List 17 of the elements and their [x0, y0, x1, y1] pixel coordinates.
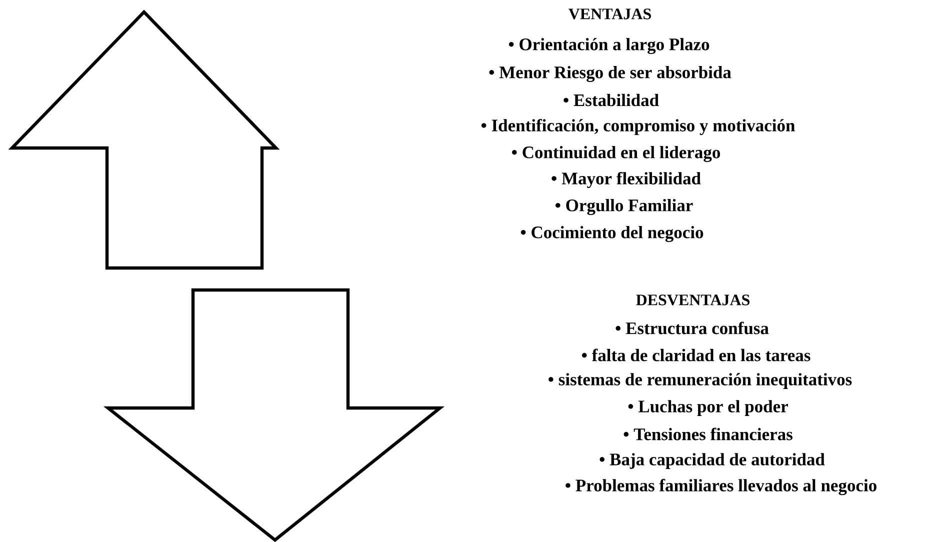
bullet-item: • Orgullo Familiar: [556, 199, 693, 215]
bullet-item: • Tensiones financieras: [624, 428, 792, 440]
bullet-item: • Menor Riesgo de ser absorbida: [489, 66, 732, 82]
bullet-item: • Mayor flexibilidad: [552, 172, 701, 188]
bullet-item: • Baja capacidad de autoridad: [600, 453, 825, 469]
bullet-item: • Problemas familiares llevados al negocio: [566, 478, 876, 496]
bullet-item: • Orientación a largo Plazo: [508, 38, 710, 54]
bullet-item: • sistemas de remuneración inequitativos: [548, 373, 852, 389]
bullet-item: • Luchas por el poder: [628, 400, 788, 416]
bullet-item: • Estructura confusa: [616, 322, 769, 334]
bullet-item: • falta de claridad en las tareas: [582, 348, 810, 362]
bullet-item: • Identificación, compromiso y motivación: [481, 118, 795, 136]
bullet-item: • Estabilidad: [564, 94, 659, 106]
heading: DESVENTAJAS: [636, 294, 750, 306]
heading: VENTAJAS: [568, 8, 651, 20]
bullet-item: • Cocimiento del negocio: [520, 226, 704, 242]
bullet-item: • Continuidad en el liderago: [512, 146, 720, 162]
